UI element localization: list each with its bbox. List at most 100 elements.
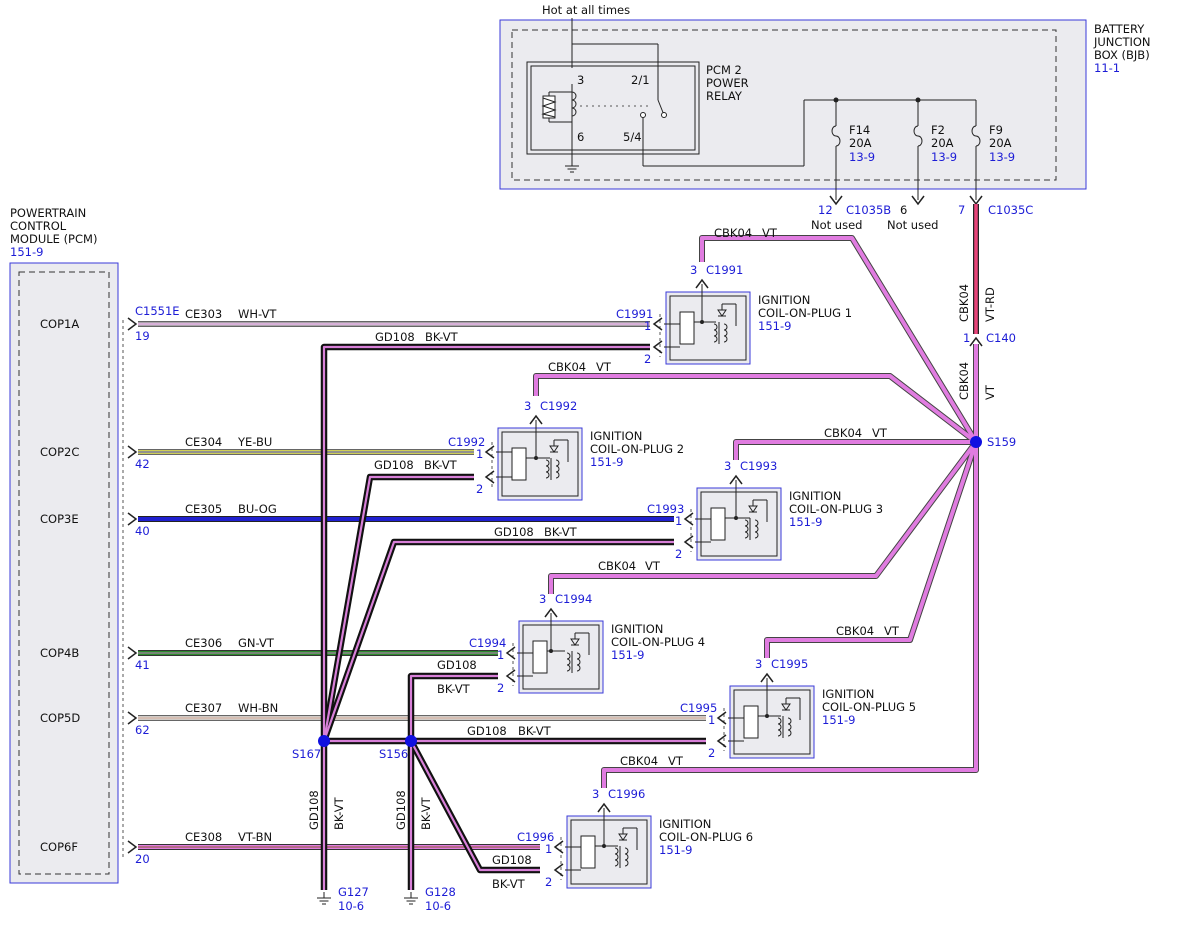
circuit-id: GD108 [394,790,408,830]
battery-junction-box: BATTERY JUNCTION BOX (BJB) 11-1 [499,19,1151,190]
splice-s167[interactable] [318,735,330,747]
coil-connector[interactable]: C1991 [616,307,653,321]
pcm-pin-num: 20 [135,852,150,866]
coil-ref[interactable]: 151-9 [659,843,692,857]
relay-pin-6: 6 [577,130,584,144]
coil-label: IGNITION [590,429,642,443]
coil-pin-2: 2 [497,681,504,695]
pcm-pin-num: 19 [135,329,150,343]
coil-top-connector[interactable]: C1993 [740,459,777,473]
coil-ref[interactable]: 151-9 [822,713,855,727]
ground-ref[interactable]: 10-6 [425,899,451,913]
coil-ref[interactable]: 151-9 [758,319,791,333]
pcm-pin-name: COP5D [40,711,80,725]
connector-c1551e[interactable]: C1551E [135,304,180,318]
circuit-color: VT-BN [238,830,272,844]
fuse-amps: 20A [931,136,954,150]
circuit-id: CBK04 [836,624,874,638]
splice-s156[interactable] [405,735,417,747]
coil-pin-3: 3 [592,787,599,801]
fuse-f9: F9 20A 13-9 [971,100,1015,200]
coil-label: COIL-ON-PLUG 2 [590,442,684,456]
coil-pin-2: 2 [545,875,552,889]
circuit-color: WH-VT [238,307,277,321]
relay-pin-3: 3 [577,73,584,87]
not-used-label: Not used [811,218,862,232]
circuit-id: GD108 [492,853,532,867]
coil-pin-3: 3 [724,459,731,473]
pcm-label: CONTROL [10,219,67,233]
circuit-color: VT [762,226,778,240]
circuit-id: CBK04 [548,360,586,374]
circuit-color: BU-OG [238,502,277,516]
circuit-id: GD108 [467,724,507,738]
coil-pin-1: 1 [497,648,504,662]
bjb-pin-6: 6 [900,203,907,217]
coil-top-connector[interactable]: C1991 [706,263,743,277]
coil-pin-3: 3 [539,592,546,606]
circuit-color: BK-VT [492,877,526,891]
coil-pin-2: 2 [476,482,483,496]
pcm-ref[interactable]: 151-9 [10,245,43,259]
fuse-ref[interactable]: 13-9 [989,150,1015,164]
coil-top-connector[interactable]: C1995 [771,657,808,671]
ground-g127[interactable]: G127 [338,885,369,899]
connector-c1035c[interactable]: C1035C [988,203,1033,217]
relay-pin-21: 2/1 [631,73,650,87]
coil-connector[interactable]: C1996 [517,830,554,844]
splice-s159-label[interactable]: S159 [987,435,1016,449]
splice-s159[interactable] [970,436,982,448]
splice-s156-label[interactable]: S156 [379,747,408,761]
coil-connector[interactable]: C1993 [647,502,684,516]
coil-ref[interactable]: 151-9 [789,515,822,529]
fuse-ref[interactable]: 13-9 [931,150,957,164]
connector-c1035b[interactable]: C1035B [846,203,891,217]
circuit-color: BK-VT [332,796,346,830]
splice-s167-label[interactable]: S167 [292,747,321,761]
coil-label: COIL-ON-PLUG 5 [822,700,916,714]
coil-connector[interactable]: C1992 [448,435,485,449]
coil-connector[interactable]: C1995 [680,701,717,715]
ground-g128[interactable]: G128 [425,885,456,899]
pcm-pin-num: 42 [135,457,150,471]
coil-ref[interactable]: 151-9 [590,455,623,469]
bjb-pin-12: 12 [818,203,833,217]
coil-ref[interactable]: 151-9 [611,648,644,662]
bjb-label: JUNCTION [1093,35,1151,49]
bjb-pin-7: 7 [958,203,965,217]
coil-pin-1: 1 [708,713,715,727]
coil-connector[interactable]: C1994 [469,636,506,650]
ground-symbol [403,891,419,905]
coil-label: COIL-ON-PLUG 1 [758,306,852,320]
circuit-id: GD108 [307,790,321,830]
coil-label: IGNITION [789,489,841,503]
coil-label: COIL-ON-PLUG 4 [611,635,705,649]
pcm-label: MODULE (PCM) [10,232,97,246]
coil-pin-2: 2 [708,746,715,760]
circuit-id: CE307 [185,701,222,715]
fuse-f14: F14 20A 13-9 [831,100,875,200]
bjb-ref[interactable]: 11-1 [1094,61,1120,75]
coil-label: IGNITION [611,622,663,636]
coil-pin-1: 1 [675,514,682,528]
coil-pin-2: 2 [644,352,651,366]
coil-top-connector[interactable]: C1994 [555,592,592,606]
connector-c140[interactable]: C140 [986,331,1016,345]
circuit-id: CE306 [185,636,222,650]
ground-ref[interactable]: 10-6 [338,899,364,913]
coil-label: COIL-ON-PLUG 6 [659,830,753,844]
circuit-color: BK-VT [425,330,459,344]
coil-top-connector[interactable]: C1992 [540,399,577,413]
pcm-pin-name: COP1A [40,317,79,331]
coil-top-connector[interactable]: C1996 [608,787,645,801]
pcm-pin-num: 40 [135,524,150,538]
fuse-ref[interactable]: 13-9 [849,150,875,164]
